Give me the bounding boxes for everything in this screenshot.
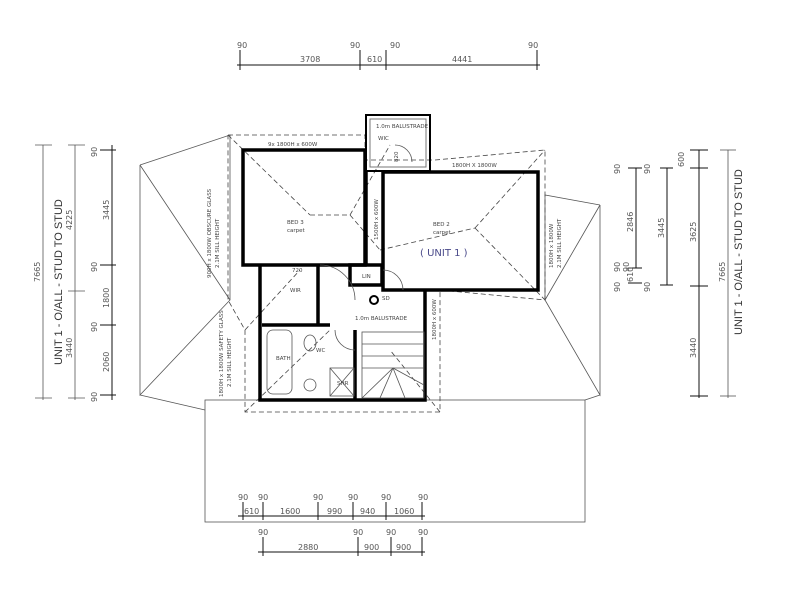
room-bed-right-finish: carpet — [433, 230, 452, 236]
room-wc: WC — [316, 348, 325, 354]
dimension-label: 2880 — [298, 543, 318, 552]
dimension-label: 90 — [90, 392, 99, 402]
walls — [241, 114, 540, 402]
dimension-label: 4225 — [65, 210, 74, 230]
dimension-label: 90 — [381, 493, 391, 502]
dimension-label: 90 — [353, 528, 363, 537]
dimension-label: 90 — [622, 262, 631, 272]
room-shr: SHR — [337, 381, 349, 387]
dimension-label: 90 — [348, 493, 358, 502]
dimension-label: 90 — [90, 262, 99, 272]
window-label: 1800H x 600W — [432, 299, 438, 340]
window-label: 900H x 1800W OBSCURE GLASS — [207, 188, 213, 278]
balustrade-label: 1.0m BALUSTRADE — [355, 316, 408, 322]
room-bed-left-finish: carpet — [287, 228, 306, 234]
dimension-label: 90 — [528, 41, 538, 50]
window-label: 1800H x 1800W — [549, 223, 555, 268]
room-bed-left: BED 3 — [287, 220, 304, 226]
window-label: 2.1M SILL HEIGHT — [557, 218, 563, 268]
balustrade-top-label: 1.0m BALUSTRADE — [376, 124, 429, 130]
room-lin: LIN — [362, 274, 371, 280]
dimension-label: 4441 — [452, 55, 472, 64]
dimension-label: 3625 — [689, 222, 698, 242]
dimension-label: 90 — [258, 528, 268, 537]
dimension-label: 3445 — [102, 200, 111, 220]
dimension-label: 940 — [360, 507, 375, 516]
dimension-label: 2846 — [626, 212, 635, 232]
door-size: 720 — [292, 268, 303, 274]
dimension-label: 1800 — [102, 288, 111, 308]
window-label: 1500H x 600W — [374, 199, 380, 240]
window-label: 2.1M SILL HEIGHT — [215, 218, 221, 268]
dimension-label: 90 — [643, 164, 652, 174]
window-label: 9x 1800H x 600W — [268, 142, 318, 148]
dimension-label: 3445 — [657, 218, 666, 238]
dimension-label: 90 — [643, 282, 652, 292]
room-bed-right: BED 2 — [433, 222, 450, 228]
window-label: 1800H x 1800W SAFETY GLASS — [219, 310, 225, 397]
dimension-label: 90 — [390, 41, 400, 50]
fixtures — [266, 144, 425, 399]
room-wic: WIC — [378, 136, 389, 142]
dimension-label: 90 — [386, 528, 396, 537]
dimension-label: 90 — [258, 493, 268, 502]
door-size: 820 — [394, 151, 400, 162]
dimension-label: 90 — [613, 282, 622, 292]
dimension-label: 3708 — [300, 55, 320, 64]
window-label: 1800H X 1800W — [452, 163, 497, 169]
dimension-label: 90 — [350, 41, 360, 50]
left-dimension: 7665 4225 3440 90 90 90 90 3445 1800 206… — [33, 144, 116, 402]
dimension-label: 90 — [313, 493, 323, 502]
bottom-dimension-1: 90 90 90 90 90 90 610 1600 990 940 1060 — [238, 493, 428, 520]
lower-level-outline — [204, 399, 586, 523]
right-dimension: 90 90 90 90 90 90 610 2846 3445 600 3625… — [613, 149, 736, 398]
dimension-label: 610 — [367, 55, 382, 64]
smoke-detector: SD — [382, 296, 390, 302]
dimension-label: 610 — [244, 507, 259, 516]
room-bath: BATH — [276, 356, 291, 362]
dimension-label: 7665 — [33, 262, 42, 282]
dimension-label: 990 — [327, 507, 342, 516]
dimension-label: 2060 — [102, 352, 111, 372]
dimension-label: 90 — [418, 528, 428, 537]
dimension-label: 1060 — [394, 507, 414, 516]
unit-title-right: UNIT 1 - O/ALL - STUD TO STUD — [733, 169, 745, 335]
dimension-label: 90 — [90, 147, 99, 157]
dimension-label: 900 — [396, 543, 411, 552]
dimension-label: 90 — [237, 41, 247, 50]
dimension-label: 90 — [238, 493, 248, 502]
dimension-label: 900 — [364, 543, 379, 552]
window-label: 2.1M SILL HEIGHT — [227, 337, 233, 387]
unit-label: ( UNIT 1 ) — [420, 248, 468, 259]
dimension-label: 600 — [677, 152, 686, 167]
dimension-label: 3440 — [65, 338, 74, 358]
dimension-label: 3440 — [689, 338, 698, 358]
dimension-label: 90 — [613, 164, 622, 174]
bottom-dimension-2: 90 90 90 90 2880 900 900 — [258, 528, 428, 556]
dimension-label: 610 — [626, 267, 635, 282]
top-dimension: 90 90 90 90 3708 610 4441 — [237, 41, 540, 70]
unit-title-left: UNIT 1 - O/ALL - STUD TO STUD — [53, 199, 65, 365]
dimension-label: 90 — [90, 322, 99, 332]
dimension-label: 1600 — [280, 507, 300, 516]
dimension-label: 7665 — [718, 262, 727, 282]
room-wir: WIR — [290, 288, 301, 294]
dimension-label: 90 — [613, 262, 622, 272]
dimension-label: 90 — [418, 493, 428, 502]
